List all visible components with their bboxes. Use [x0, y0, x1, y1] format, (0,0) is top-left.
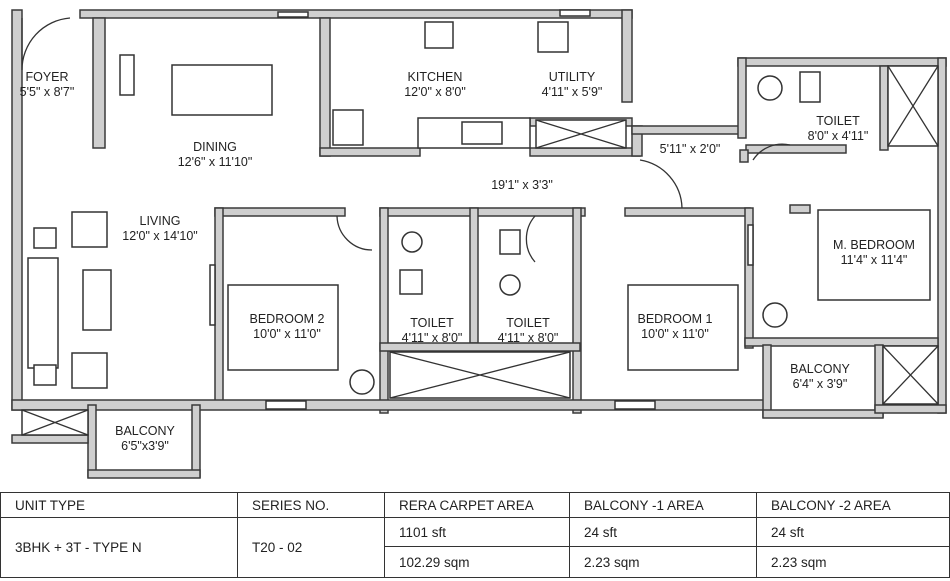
room-label-passage: 5'11" x 2'0"	[659, 142, 721, 156]
unit-area-table: UNIT TYPE SERIES NO. RERA CARPET AREA BA…	[0, 492, 950, 578]
balcony-2-sqm: 2.23 sqm	[756, 546, 950, 578]
balcony-1-sqm: 2.23 sqm	[569, 546, 757, 578]
fixtures	[21, 9, 939, 436]
table-header-row: UNIT TYPE SERIES NO. RERA CARPET AREA BA…	[0, 492, 950, 518]
series-no-value: T20 - 02	[237, 517, 385, 578]
carpet-area-sqm: 102.29 sqm	[384, 546, 570, 578]
table-row: 102.29 sqm 2.23 sqm 2.23 sqm	[1, 546, 950, 578]
table-row: 3BHK + 3T - TYPE N T20 - 02 1101 sft 24 …	[0, 517, 950, 578]
floor-plan	[11, 9, 947, 479]
header-carpet-area: RERA CARPET AREA	[384, 492, 570, 518]
walls	[11, 9, 947, 479]
header-series-no: SERIES NO.	[237, 492, 385, 518]
header-balcony-2: BALCONY -2 AREA	[756, 492, 950, 518]
carpet-area-sft: 1101 sft	[384, 517, 570, 547]
header-unit-type: UNIT TYPE	[0, 492, 238, 518]
balcony-2-sft: 24 sft	[756, 517, 950, 547]
header-balcony-1: BALCONY -1 AREA	[569, 492, 757, 518]
room-label-corridor: 19'1" x 3'3"	[491, 178, 553, 192]
unit-type-value: 3BHK + 3T - TYPE N	[0, 517, 238, 578]
balcony-1-sft: 24 sft	[569, 517, 757, 547]
